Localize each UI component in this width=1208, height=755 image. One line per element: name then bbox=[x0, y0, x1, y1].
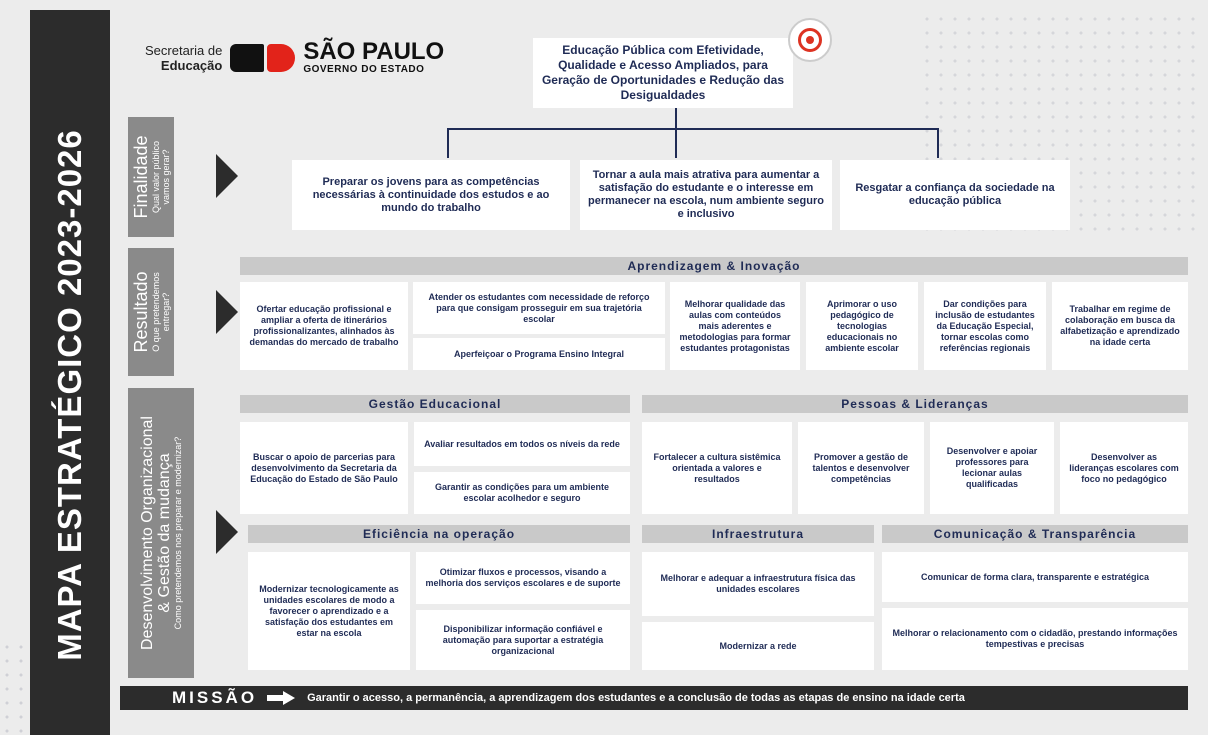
finalidade-box: Resgatar a confiança da sociedade na edu… bbox=[840, 160, 1070, 230]
mission-text: Garantir o acesso, a permanência, a apre… bbox=[307, 692, 965, 704]
connector-line bbox=[675, 128, 677, 158]
connector-line bbox=[447, 128, 939, 130]
gestao-box: Avaliar resultados em todos os níveis da… bbox=[414, 422, 630, 466]
connector-line bbox=[675, 108, 677, 130]
secretaria-line2: Educação bbox=[160, 57, 223, 73]
section-header-gestao: Gestão Educacional bbox=[240, 395, 630, 413]
connector-line bbox=[447, 128, 449, 158]
section-header-eficiencia: Eficiência na operação bbox=[248, 525, 630, 543]
mission-label: MISSÃO bbox=[172, 688, 258, 707]
resultado-box: Aperfeiçoar o Programa Ensino Integral bbox=[413, 338, 665, 370]
infraestrutura-box: Melhorar e adequar a infraestrutura físi… bbox=[642, 552, 874, 616]
title-band bbox=[30, 10, 110, 735]
secretaria-label: Secretaria de Educação bbox=[145, 43, 222, 73]
resultado-box: Dar condições para inclusão de estudante… bbox=[924, 282, 1046, 370]
resultado-box: Trabalhar em regime de colaboração em bu… bbox=[1052, 282, 1188, 370]
pessoas-box: Fortalecer a cultura sistêmica orientada… bbox=[642, 422, 792, 514]
sp-logo-icon bbox=[230, 43, 296, 72]
section-header-pessoas: Pessoas & Lideranças bbox=[642, 395, 1188, 413]
pessoas-box: Desenvolver e apoiar professores para le… bbox=[930, 422, 1054, 514]
pessoas-box: Desenvolver as lideranças escolares com … bbox=[1060, 422, 1188, 514]
resultado-box: Ofertar educação profissional e ampliar … bbox=[240, 282, 408, 370]
sp-main: SÃO PAULO bbox=[303, 38, 445, 65]
sp-text: SÃO PAULO GOVERNO DO ESTADO bbox=[303, 38, 445, 76]
secretaria-line1: Secretaria de bbox=[145, 42, 223, 58]
comunicacao-box: Comunicar de forma clara, transparente e… bbox=[882, 552, 1188, 602]
row-label-resultado: Resultado O que pretendemos entregar? bbox=[128, 248, 174, 376]
comunicacao-box: Melhorar o relacionamento com o cidadão,… bbox=[882, 608, 1188, 670]
triangle-arrow-icon bbox=[216, 154, 238, 198]
section-header-aprendizagem: Aprendizagem & Inovação bbox=[240, 257, 1188, 275]
logo: Secretaria de Educação SÃO PAULO GOVERNO… bbox=[145, 38, 445, 76]
row-label-dev-title2: & Gestão da mudança bbox=[156, 453, 173, 613]
row-label-finalidade: Finalidade Qual valor público vamos gera… bbox=[128, 117, 174, 237]
gestao-box: Buscar o apoio de parcerias para desenvo… bbox=[240, 422, 408, 514]
row-label-desenvolvimento: Desenvolvimento Organizacional & Gestão … bbox=[128, 388, 194, 678]
sp-sub: GOVERNO DO ESTADO bbox=[303, 64, 425, 75]
resultado-box: Aprimorar o uso pedagógico de tecnologia… bbox=[806, 282, 918, 370]
row-label-finalidade-title: Finalidade bbox=[131, 135, 151, 219]
eficiencia-box: Otimizar fluxos e processos, visando a m… bbox=[416, 552, 630, 604]
finalidade-box: Preparar os jovens para as competências … bbox=[292, 160, 570, 230]
eficiencia-box: Disponibilizar informação confiável e au… bbox=[416, 610, 630, 670]
arrow-right-icon bbox=[267, 691, 297, 705]
pessoas-box: Promover a gestão de talentos e desenvol… bbox=[798, 422, 924, 514]
decorative-dots-left bbox=[0, 640, 30, 735]
target-icon bbox=[788, 18, 832, 62]
section-header-infraestrutura: Infraestrutura bbox=[642, 525, 874, 543]
infraestrutura-box: Modernizar a rede bbox=[642, 622, 874, 670]
resultado-box: Melhorar qualidade das aulas com conteúd… bbox=[670, 282, 800, 370]
finalidade-box: Tornar a aula mais atrativa para aumenta… bbox=[580, 160, 832, 230]
row-label-resultado-sub2: entregar? bbox=[161, 292, 171, 332]
eficiencia-box: Modernizar tecnologicamente as unidades … bbox=[248, 552, 410, 670]
triangle-arrow-icon bbox=[216, 510, 238, 554]
row-label-dev-sub: Como pretendemos nos preparar e moderniz… bbox=[173, 436, 183, 630]
vision-box: Educação Pública com Efetividade, Qualid… bbox=[533, 38, 793, 108]
page-title: MAPA ESTRATÉGICO 2023-2026 bbox=[51, 129, 88, 661]
section-header-comunicacao: Comunicação & Transparência bbox=[882, 525, 1188, 543]
row-label-dev-title1: Desenvolvimento Organizacional bbox=[139, 416, 156, 650]
row-label-resultado-sub1: O que pretendemos bbox=[151, 272, 161, 352]
map-frame: MAPA ESTRATÉGICO 2023-2026 Secretaria de… bbox=[0, 0, 1208, 735]
gestao-box: Garantir as condições para um ambiente e… bbox=[414, 472, 630, 514]
connector-line bbox=[937, 128, 939, 158]
triangle-arrow-icon bbox=[216, 290, 238, 334]
resultado-box: Atender os estudantes com necessidade de… bbox=[413, 282, 665, 334]
row-label-finalidade-sub2: vamos gerar? bbox=[161, 149, 171, 205]
row-label-resultado-title: Resultado bbox=[131, 271, 151, 353]
row-label-finalidade-sub1: Qual valor público bbox=[151, 140, 161, 214]
mission-bar: MISSÃO Garantir o acesso, a permanência,… bbox=[120, 686, 1188, 710]
